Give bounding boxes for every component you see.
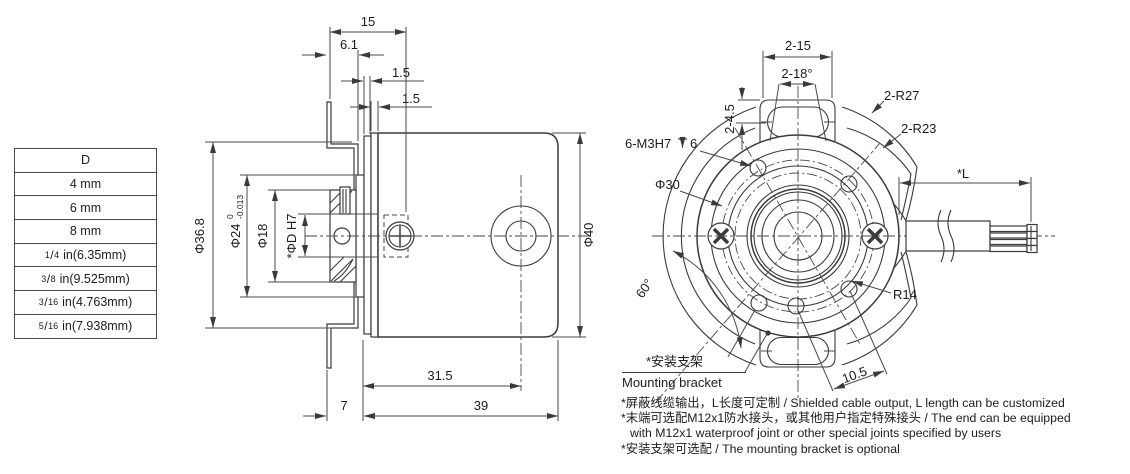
bracket-arc-right-inner-low bbox=[846, 251, 912, 345]
front-view: 2-15 2-18° 2-4.5 2-R27 bbox=[625, 38, 1055, 404]
svg-text:0: 0 bbox=[225, 214, 235, 219]
svg-text:7: 7 bbox=[340, 398, 347, 413]
table-row: /6 mm bbox=[15, 196, 156, 221]
radial-45 bbox=[654, 142, 881, 404]
svg-text:2-R23: 2-R23 bbox=[901, 121, 936, 136]
note-line: *屏蔽线缆输出，L长度可定制 / Shielded cable output, … bbox=[621, 396, 1065, 410]
encoder-body-side bbox=[377, 132, 559, 338]
label-phi30: Φ30 bbox=[655, 177, 723, 207]
svg-text:Φ40: Φ40 bbox=[581, 223, 596, 248]
svg-text:1.5: 1.5 bbox=[392, 65, 410, 80]
dim-2-18: 2-18° bbox=[769, 66, 827, 142]
dim-6-1: 6.1 bbox=[302, 37, 384, 141]
svg-text:Φ30: Φ30 bbox=[655, 177, 680, 192]
svg-text:2-15: 2-15 bbox=[785, 38, 811, 53]
note-line: with M12x1 waterproof joint or other spe… bbox=[630, 426, 1002, 441]
footnotes: *屏蔽线缆输出，L长度可定制 / Shielded cable output, … bbox=[621, 396, 1130, 457]
svg-text:6-M3H7: 6-M3H7 bbox=[625, 136, 671, 151]
dim-1-5-b: 1.5 bbox=[350, 91, 432, 131]
note-line: *安装支架可选配 / The mounting bracket is optio… bbox=[621, 441, 900, 456]
svg-text:R14: R14 bbox=[893, 287, 917, 302]
svg-text:15: 15 bbox=[361, 14, 375, 29]
dim-39: 39 bbox=[364, 340, 559, 421]
dim-31-5: 31.5 bbox=[362, 340, 521, 421]
dim-phi24: Φ24 0 -0.013 bbox=[225, 174, 355, 298]
shaft-diameter-table: D /4 mm /6 mm /8 mm 1/4in(6.35mm) 3/8in(… bbox=[14, 148, 157, 339]
leader-mounting-bracket bbox=[744, 330, 771, 373]
mounting-bracket-label-cn: *安装支架 bbox=[622, 351, 746, 373]
cable-assembly bbox=[892, 202, 1038, 270]
dim-7: 7 bbox=[303, 370, 388, 421]
svg-text:10.5: 10.5 bbox=[840, 363, 869, 386]
set-screw-bore bbox=[339, 186, 351, 215]
bracket-arc-right-inner bbox=[846, 127, 912, 221]
dim-phi18: Φ18 bbox=[255, 189, 330, 283]
bracket-arc-right-outer bbox=[841, 106, 918, 221]
svg-text:*ΦD H7: *ΦD H7 bbox=[284, 213, 299, 258]
svg-text:2-R27: 2-R27 bbox=[884, 88, 919, 103]
table-row: /4 mm bbox=[15, 173, 156, 197]
svg-text:1.5: 1.5 bbox=[402, 91, 420, 106]
svg-text:6: 6 bbox=[690, 136, 697, 151]
svg-text:-0.013: -0.013 bbox=[235, 195, 245, 219]
dim-phi36-8: Φ36.8 bbox=[192, 141, 352, 329]
dim-phi40: Φ40 bbox=[552, 132, 596, 338]
note-line: *末端可选配M12x1防水接头，或其他用户指定特殊接头 / The end ca… bbox=[621, 411, 1071, 426]
bracket-arc-right-outer-low bbox=[841, 251, 918, 366]
m3-holes bbox=[749, 159, 858, 315]
svg-text:Φ24: Φ24 bbox=[228, 224, 243, 249]
dim-2-15: 2-15 bbox=[762, 38, 833, 98]
table-row: /8 mm bbox=[15, 220, 156, 244]
svg-text:*L: *L bbox=[957, 166, 969, 181]
leader-2-r27: 2-R27 bbox=[871, 88, 919, 114]
svg-text:2-4.5: 2-4.5 bbox=[722, 104, 737, 134]
spacer-plate-b bbox=[370, 132, 379, 338]
table-header: D bbox=[15, 149, 156, 173]
svg-text:31.5: 31.5 bbox=[427, 368, 452, 383]
svg-text:Φ18: Φ18 bbox=[255, 224, 270, 249]
leader-2-r23: 2-R23 bbox=[882, 121, 936, 149]
label-r14: R14 bbox=[851, 280, 917, 302]
svg-text:2-18°: 2-18° bbox=[781, 66, 812, 81]
spacer-plate-a bbox=[363, 135, 372, 335]
svg-text:Φ36.8: Φ36.8 bbox=[192, 218, 207, 254]
bracket-top-tab bbox=[759, 99, 836, 158]
mounting-bracket-label-en: Mounting bracket bbox=[622, 375, 722, 390]
bracket-bottom-tab bbox=[759, 315, 836, 368]
svg-text:39: 39 bbox=[474, 398, 488, 413]
dim-15: 15 bbox=[329, 14, 407, 212]
dim-1-5-a: 1.5 bbox=[341, 65, 424, 134]
side-view: 15 6.1 1.5 1.5 bbox=[192, 14, 596, 421]
svg-text:60°: 60° bbox=[633, 276, 657, 301]
label-6-m3h7: 6-M3H7 6 bbox=[625, 136, 752, 167]
dim-phi-d-h7: *ΦD H7 bbox=[284, 213, 330, 259]
dim-2-4-5: 2-4.5 bbox=[722, 87, 766, 150]
mounting-bracket-label: *安装支架 Mounting bracket bbox=[622, 351, 746, 390]
dim-cable-length: *L bbox=[898, 166, 1032, 222]
bracket-clip-profile bbox=[326, 101, 359, 369]
svg-text:6.1: 6.1 bbox=[340, 37, 358, 52]
